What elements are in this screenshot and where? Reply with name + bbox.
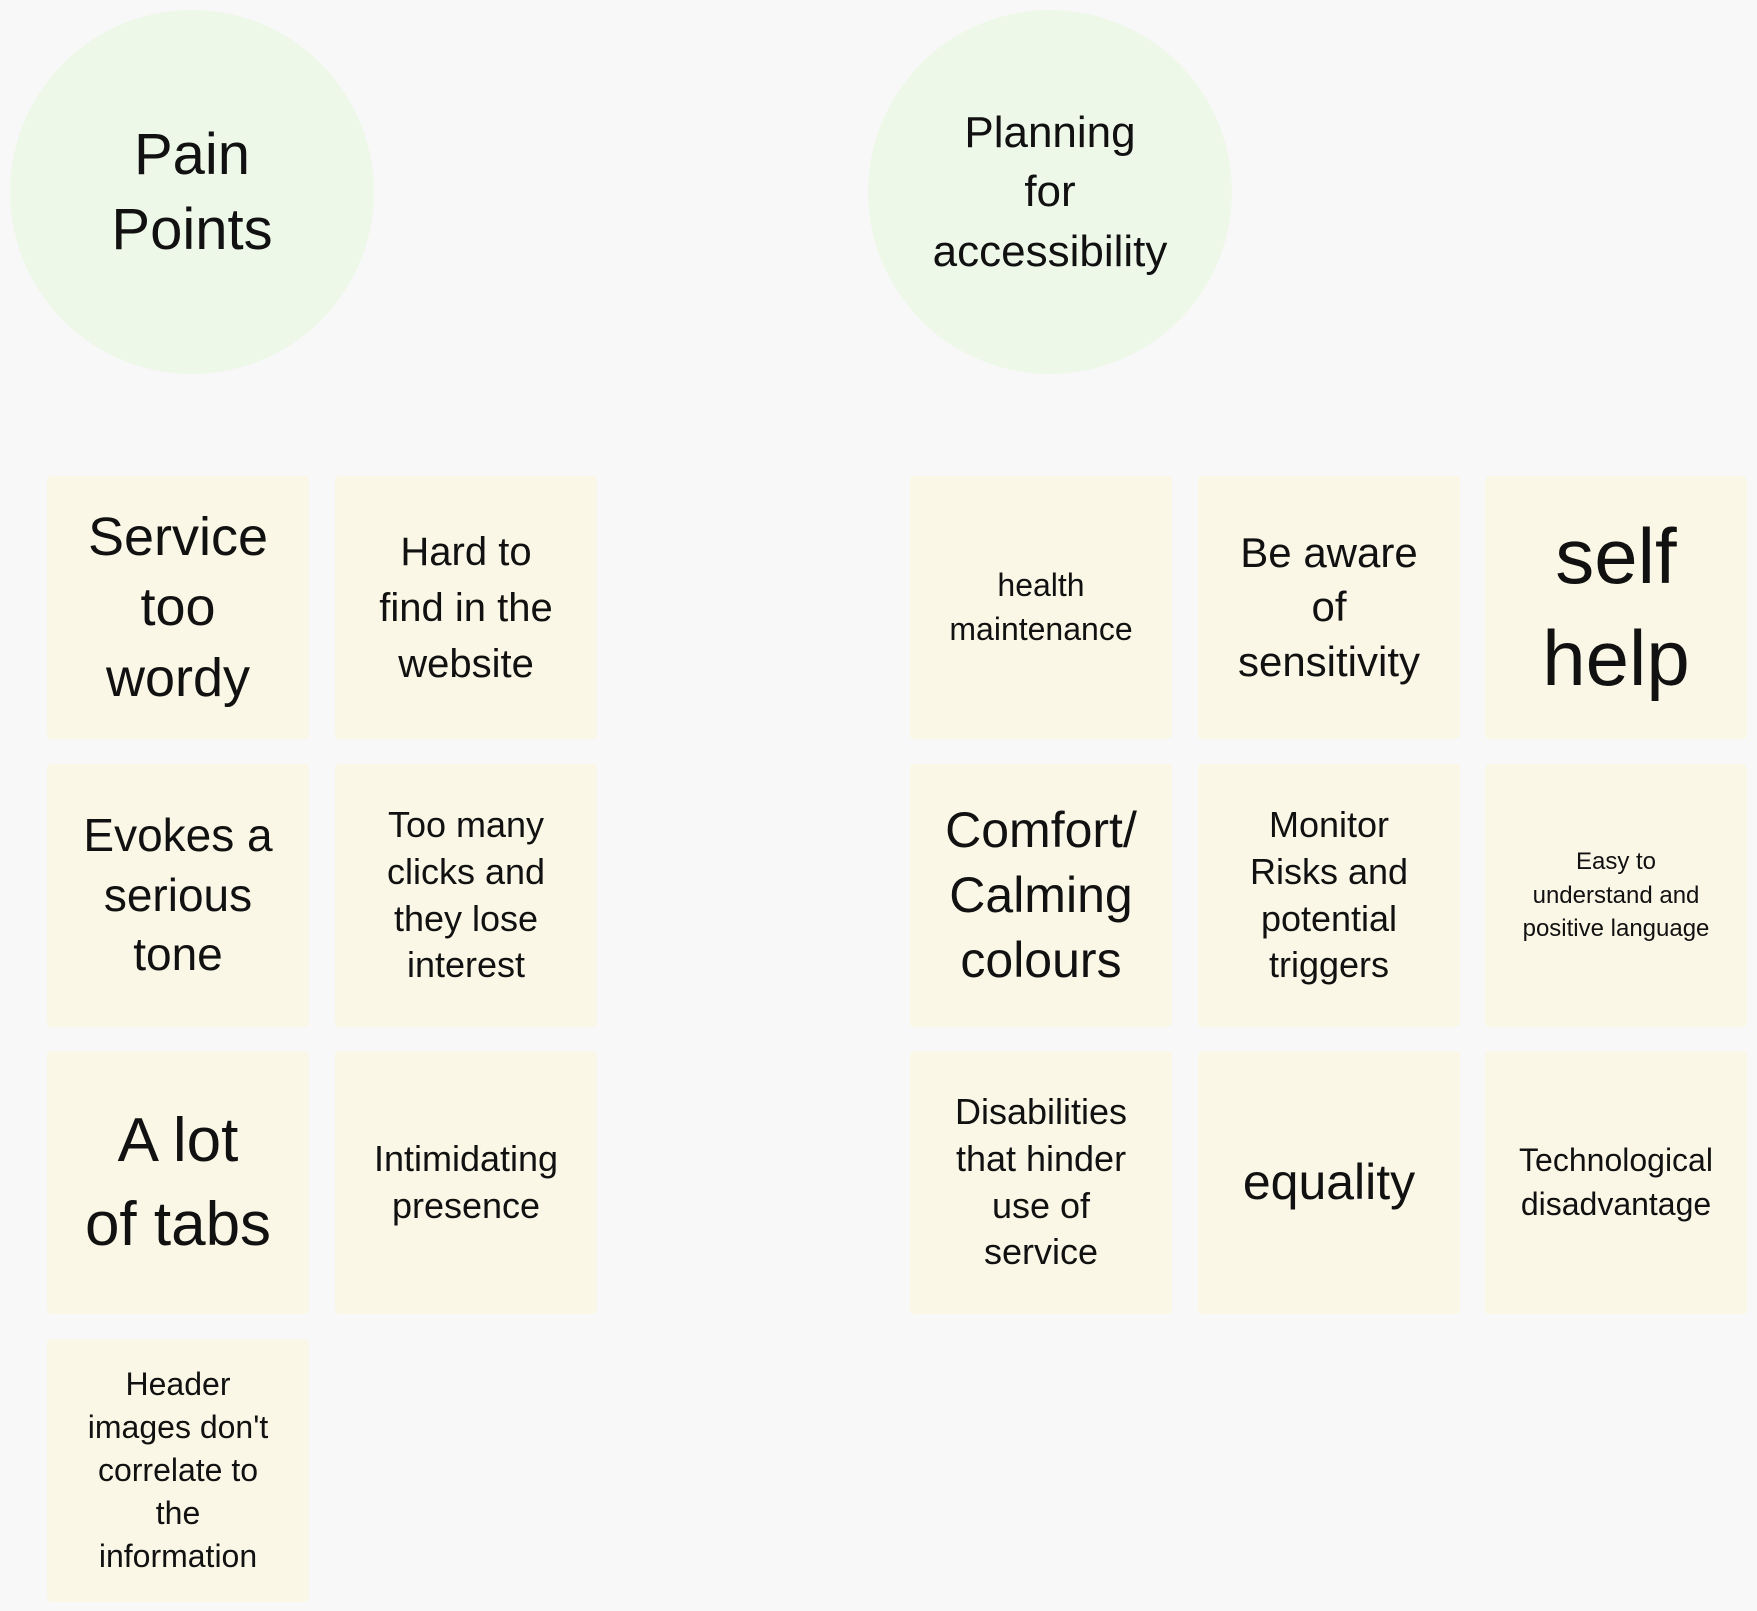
sticky-note-text: Comfort/ Calming colours [945,802,1137,988]
sticky-note[interactable]: Comfort/ Calming colours [910,764,1172,1027]
sticky-note-text: Be aware of sensitivity [1237,528,1421,685]
sticky-note[interactable]: Evokes a serious tone [47,764,309,1027]
sticky-note-text: Easy to understand and positive language [1522,848,1710,943]
sticky-note[interactable]: health maintenance [910,476,1172,739]
pain-points-title: Pain Points [111,121,273,262]
sticky-note[interactable]: Technological disadvantage [1485,1051,1747,1314]
sticky-note-text: Hard to find in the website [379,529,553,686]
sticky-note[interactable]: A lot of tabs [47,1051,309,1314]
sticky-note-text: health maintenance [949,567,1133,647]
sticky-note[interactable]: equality [1198,1051,1460,1314]
sticky-note-text: self help [1542,512,1690,702]
sticky-note-text: Evokes a serious tone [83,808,273,981]
sticky-note[interactable]: Intimidating presence [335,1051,597,1314]
sticky-note[interactable]: Hard to find in the website [335,476,597,739]
sticky-note[interactable]: Monitor Risks and potential triggers [1198,764,1460,1027]
sticky-note-text: A lot of tabs [84,1105,272,1259]
sticky-note-text: Intimidating presence [373,1137,559,1226]
sticky-note-text: Service too wordy [87,507,269,708]
sticky-note[interactable]: self help [1485,476,1747,739]
sticky-note-text: Too many clicks and they lose interest [386,803,546,986]
sticky-note[interactable]: Header images don't correlate to the inf… [47,1339,309,1602]
sticky-note-text: Monitor Risks and potential triggers [1249,803,1409,986]
sticky-note[interactable]: Too many clicks and they lose interest [335,764,597,1027]
sticky-note-text: Header images don't correlate to the inf… [87,1365,269,1575]
sticky-note[interactable]: Easy to understand and positive language [1485,764,1747,1027]
sticky-note[interactable]: Be aware of sensitivity [1198,476,1460,739]
sticky-note-text: Disabilities that hinder use of service [954,1090,1128,1273]
planning-title: Planning for accessibility [932,107,1168,276]
pain-points-header[interactable]: Pain Points [10,10,374,374]
sticky-note-text: equality [1242,1154,1416,1210]
sticky-note[interactable]: Service too wordy [47,476,309,739]
planning-header[interactable]: Planning for accessibility [868,10,1232,374]
sticky-note[interactable]: Disabilities that hinder use of service [910,1051,1172,1314]
sticky-note-text: Technological disadvantage [1519,1142,1713,1222]
